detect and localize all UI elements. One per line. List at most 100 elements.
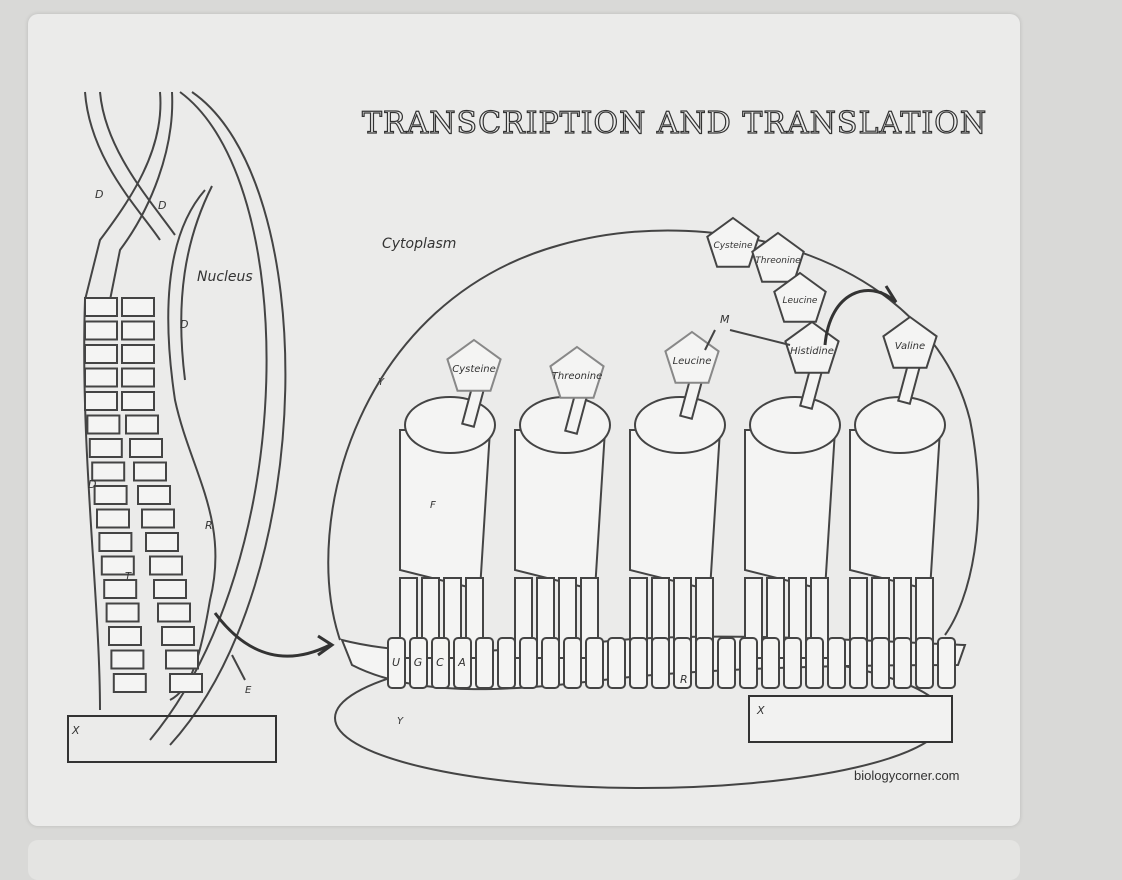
dna-base-paired [125,414,159,435]
amino-acid-label: Leucine [673,356,712,367]
dna-base-paired [121,320,155,341]
dna-base-paired [141,508,175,529]
mrna-base [871,637,890,689]
mrna-base [673,637,692,689]
credit-text: biologycorner.com [854,768,960,783]
label-r-mrna: R [680,673,688,686]
mrna-base-label: U [392,656,400,669]
trna-top [749,396,841,454]
mrna-base-label: C [436,656,444,669]
amino-acid-label: Cysteine [452,364,495,375]
dna-base [84,391,118,411]
trna: Cysteine [399,338,502,659]
dna-base [86,414,121,435]
dna-base-paired [121,391,155,411]
mrna-base [453,637,472,689]
mrna-base-label: A [457,656,466,669]
mrna-base [695,637,714,689]
dna-base [84,344,118,364]
trna-body [744,429,837,592]
dna-base [100,555,135,576]
dna-base [110,649,145,670]
mrna-base [739,637,758,689]
dna-base [88,438,123,458]
label-e-pointer [231,654,246,681]
dna-base [91,461,126,482]
trna: Threonine [514,345,611,659]
answer-box-right[interactable] [748,695,953,743]
dna-base-paired [157,602,191,623]
mrna-base [805,637,824,689]
mrna-base [409,637,428,689]
dna-base-paired [145,532,179,552]
mrna-base [893,637,912,689]
arrow-head [317,634,335,657]
chain-amino-acid-label: Cysteine [713,241,753,251]
mrna-export-arrow [213,612,331,658]
mrna-base [761,637,780,689]
label-x-right: X [756,704,765,717]
chain-amino-acid-label: Threonine [755,256,801,266]
mrna-base [585,637,604,689]
dna-strand-top-left [84,91,161,241]
dna-base [105,602,140,623]
dna-base [93,485,128,505]
amino-acid-pentagon [664,330,720,384]
mrna-base [915,637,934,689]
mrna-base [827,637,846,689]
dna-base [84,367,118,388]
label-x-left: X [71,724,80,737]
trna: Leucine [629,330,726,659]
dna-base-paired [121,344,155,364]
label-d-2: D [158,199,166,212]
trna-top [854,396,946,454]
amino-acid-label: Threonine [552,371,602,382]
amino-acid-pentagon [549,345,605,399]
mrna-base [651,637,670,689]
dna-base-pairs [84,297,203,693]
mrna-base [541,637,560,689]
dna-base [108,626,142,646]
mrna-base [607,637,626,689]
dna-base [84,320,118,341]
dna-base-paired [133,461,167,482]
dna-base [112,673,147,693]
amino-acid-label: Histidine [790,346,834,357]
mrna-base-label: G [414,656,423,669]
trna-body [849,429,942,592]
dna-base-paired [153,579,187,599]
dna-base-paired [161,626,195,646]
amino-acid-label: Valine [895,341,925,352]
chain-amino-acid [706,216,760,268]
dna-base-paired [121,367,155,388]
dna-strand-top-left-2 [99,91,176,236]
trna-top [634,396,726,454]
mrna-base [849,637,868,689]
mrna-base [497,637,516,689]
label-e: E [245,685,252,696]
mrna-base [475,637,494,689]
cytoplasm-label: Cytoplasm [382,236,456,252]
mrna-base [783,637,802,689]
trna: Histidine [744,320,841,659]
mrna-base [937,637,956,689]
mrna-base [717,637,736,689]
chain-amino-acid-label: Leucine [783,296,818,306]
transcription-translation-diagram: TRANSCRIPTION AND TRANSLATION Nucleus D … [67,91,987,789]
answer-box-left[interactable] [67,715,277,763]
mrna-base [431,637,450,689]
mrna-strand-edge [180,185,213,381]
arrow-head [879,285,898,304]
label-f: F [430,500,436,511]
mrna-base [519,637,538,689]
trna-top [519,396,611,454]
trna-body [514,429,607,592]
nuclear-envelope-inner [149,91,268,741]
amino-acid-pentagon [446,338,502,392]
nucleus-label: Nucleus [197,269,253,285]
dna-base-paired [169,673,203,693]
mrna-base [387,637,406,689]
mrna-base [563,637,582,689]
